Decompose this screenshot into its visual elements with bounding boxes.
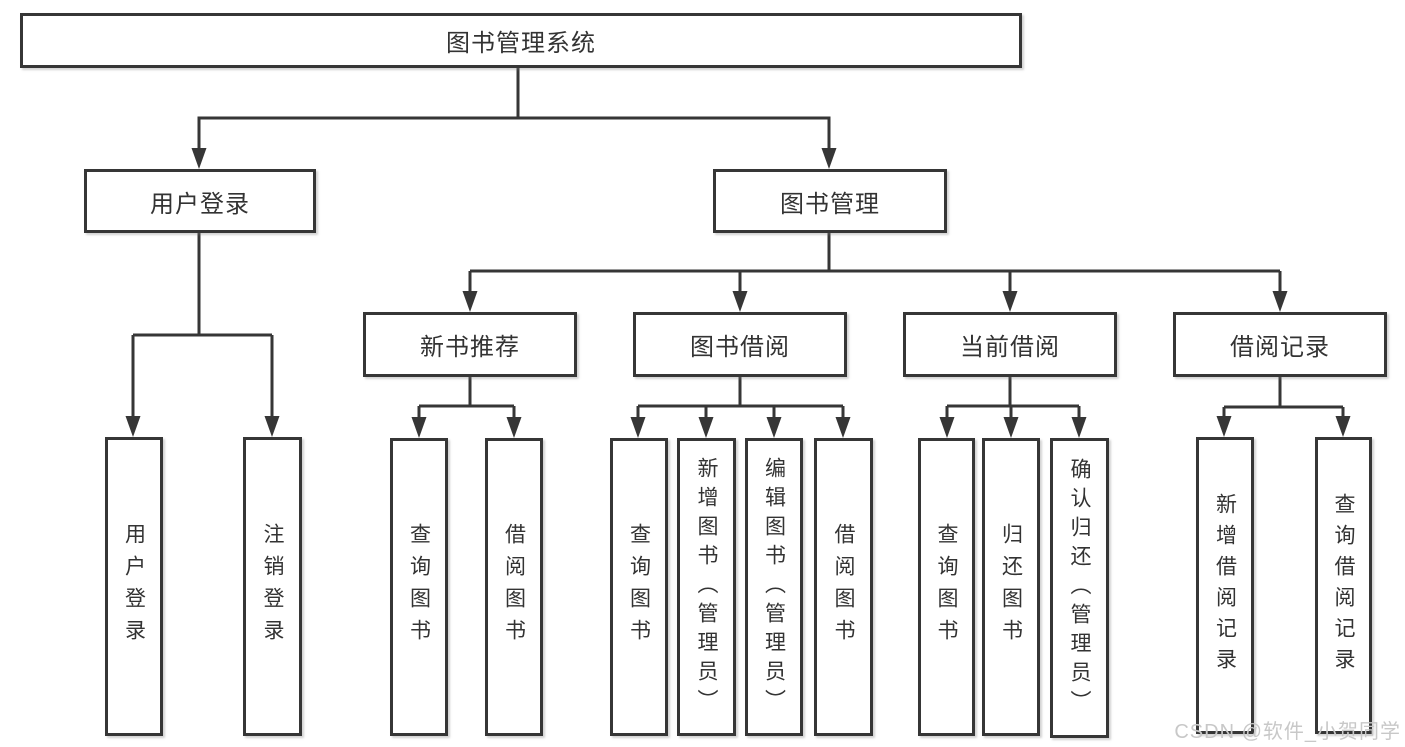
csdn-watermark: CSDN @软件_小贺同学 (1174, 721, 1401, 743)
connector-book-management-split (468, 233, 1282, 292)
node-current-borrow-label: 当前借阅 (960, 334, 1060, 361)
leaf-query-books-1: 查询图书 (390, 438, 448, 736)
node-root: 图书管理系统 (20, 13, 1022, 68)
leaf-user-login: 用户登录 (105, 437, 163, 736)
leaf-query-books-3: 查询图书 (918, 438, 975, 736)
leaf-query-borrow-record: 查询借阅记录 (1315, 437, 1372, 734)
node-root-label: 图书管理系统 (446, 30, 596, 57)
leaf-borrow-books-1-label: 借阅图书 (502, 523, 526, 651)
leaf-borrow-books-2: 借阅图书 (814, 438, 873, 736)
node-new-book-recommend-label: 新书推荐 (420, 334, 520, 361)
leaf-add-books-admin-label: 新增图书（管理员） (695, 456, 718, 718)
node-user-login: 用户登录 (84, 169, 316, 233)
leaf-return-books: 归还图书 (982, 438, 1040, 736)
leaf-confirm-return-admin-label: 确认归还（管理员） (1068, 457, 1091, 719)
leaf-edit-books-admin-label: 编辑图书（管理员） (762, 456, 786, 718)
node-new-book-recommend: 新书推荐 (363, 312, 577, 377)
node-book-borrow: 图书借阅 (633, 312, 847, 377)
node-current-borrow: 当前借阅 (903, 312, 1117, 377)
connector-book-borrow-split (636, 377, 845, 418)
node-book-borrow-label: 图书借阅 (690, 334, 790, 361)
connector-root-split (197, 68, 831, 149)
leaf-borrow-books-1: 借阅图书 (485, 438, 543, 736)
leaf-user-login-label: 用户登录 (122, 522, 146, 651)
node-borrow-records-label: 借阅记录 (1230, 334, 1330, 361)
leaf-query-borrow-record-label: 查询借阅记录 (1332, 492, 1355, 679)
node-book-management-label: 图书管理 (780, 190, 880, 218)
node-book-management: 图书管理 (713, 169, 947, 233)
connector-current-borrow-split (945, 377, 1081, 418)
connector-user-login-split (131, 233, 274, 417)
connector-borrow-records-split (1222, 377, 1345, 417)
leaf-edit-books-admin: 编辑图书（管理员） (745, 438, 803, 736)
leaf-query-books-3-label: 查询图书 (935, 523, 958, 651)
leaf-confirm-return-admin: 确认归还（管理员） (1050, 438, 1109, 738)
leaf-query-books-1-label: 查询图书 (407, 523, 431, 651)
leaf-logout: 注销登录 (243, 437, 302, 736)
leaf-borrow-books-2-label: 借阅图书 (832, 523, 855, 651)
node-borrow-records: 借阅记录 (1173, 312, 1387, 377)
connector-new-book-split (417, 377, 516, 418)
leaf-add-borrow-record: 新增借阅记录 (1196, 437, 1254, 734)
leaf-add-books-admin: 新增图书（管理员） (677, 438, 736, 736)
node-user-login-label: 用户登录 (150, 190, 250, 218)
leaf-return-books-label: 归还图书 (999, 523, 1023, 651)
leaf-logout-label: 注销登录 (261, 522, 284, 651)
leaf-query-books-2-label: 查询图书 (627, 523, 651, 651)
leaf-add-borrow-record-label: 新增借阅记录 (1213, 492, 1237, 679)
leaf-query-books-2: 查询图书 (610, 438, 668, 736)
arrowheads (125, 148, 1351, 438)
